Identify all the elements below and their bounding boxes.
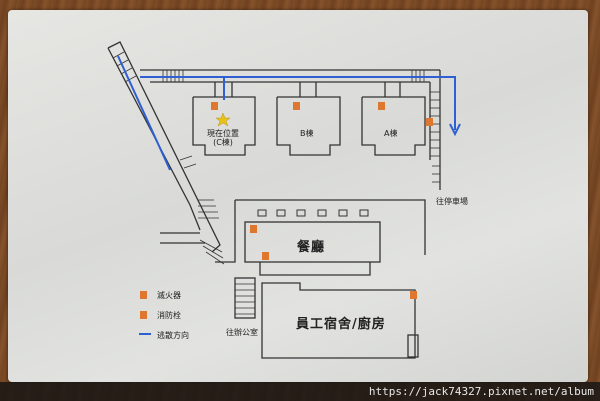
- legend-hydrant-label: 消防栓: [157, 311, 181, 320]
- to-office-label: 往辦公室: [226, 328, 258, 337]
- c-block-label: 現在位置 (C棟): [207, 129, 239, 147]
- legend-icons: [139, 291, 151, 335]
- hydrant-icon: [262, 252, 269, 260]
- office-stairs: [234, 277, 256, 319]
- extinguisher-icon: [378, 102, 385, 110]
- diagonal-walkway: [107, 41, 225, 265]
- legend-extinguisher-label: 滅火器: [157, 291, 181, 300]
- legend-route-label: 逃散方向: [157, 331, 189, 340]
- a-block-label: A棟: [384, 129, 398, 138]
- extinguisher-icon: [293, 102, 300, 110]
- extinguisher-icon: [211, 102, 218, 110]
- restaurant-area: [160, 199, 426, 276]
- to-parking-label: 往停車場: [436, 197, 468, 206]
- hydrant-icon: [410, 291, 417, 299]
- a-block-outline: [361, 82, 426, 156]
- restaurant-label: 餐廳: [297, 240, 326, 255]
- dormitory-label: 員工宿舍/廚房: [296, 317, 386, 332]
- hydrant-icon: [426, 118, 433, 126]
- watermark-bar: https://jack74327.pixnet.net/album: [0, 382, 600, 401]
- current-location-star-icon: [215, 112, 231, 127]
- c-block-outline: [192, 82, 256, 156]
- dormitory-outline: [261, 282, 419, 359]
- extinguisher-icon: [140, 291, 147, 299]
- b-block-label: B棟: [300, 129, 314, 138]
- hydrant-icon: [250, 225, 257, 233]
- evacuation-route: [117, 55, 461, 171]
- fire-equipment-markers: [211, 102, 433, 299]
- b-block-outline: [276, 82, 341, 156]
- hydrant-icon: [140, 311, 147, 319]
- map-sheet: [8, 10, 588, 382]
